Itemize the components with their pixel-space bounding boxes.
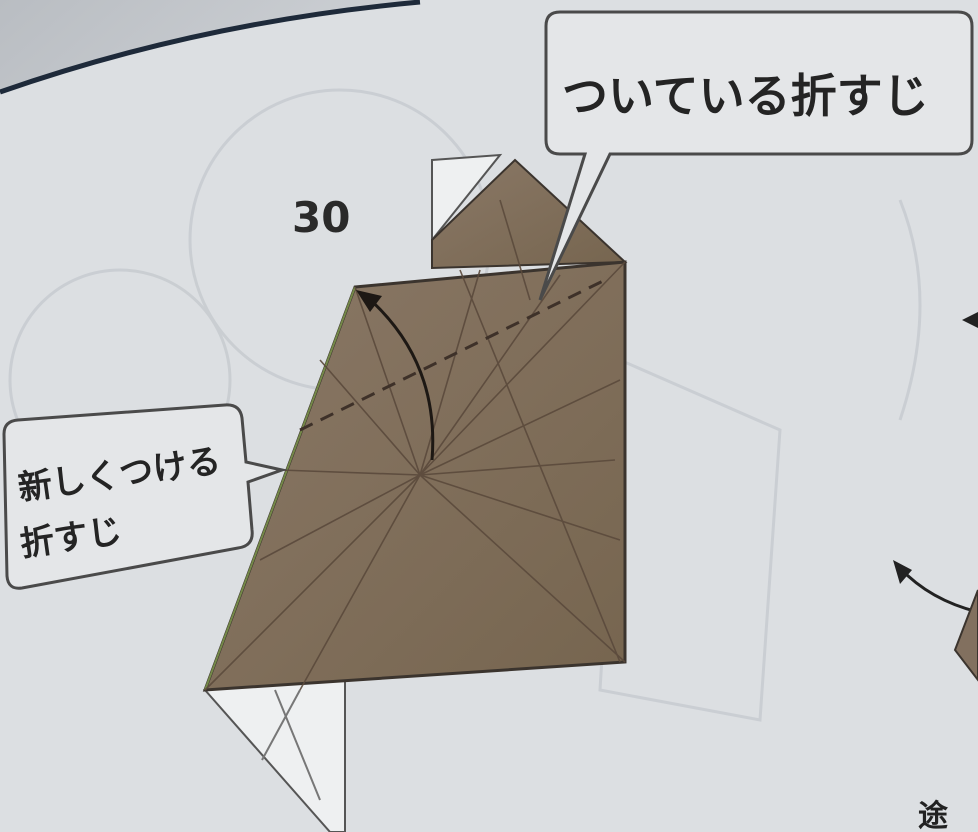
callout-new-crease: 新しくつける 折すじ bbox=[2, 403, 288, 590]
step-number: 30 bbox=[292, 193, 350, 242]
callout-existing-crease-label: ついている折すじ bbox=[562, 69, 929, 123]
bottom-right-arrowhead bbox=[893, 560, 912, 584]
bottom-right-text-fragment: 途 bbox=[918, 799, 949, 832]
crease-lines bbox=[204, 199, 626, 691]
back-flap-bottom-crease-2 bbox=[261, 689, 301, 761]
model-edge-highlight bbox=[204, 286, 356, 691]
right-edge-arrow bbox=[962, 312, 978, 328]
existing-crease-dashed bbox=[299, 278, 606, 432]
fold-arrowhead bbox=[356, 290, 382, 312]
callout-existing-crease: ついている折すじ bbox=[538, 10, 974, 301]
back-flap-bottom-crease bbox=[274, 689, 321, 801]
page-curve-edge bbox=[0, 0, 421, 95]
next-step-model-fragment bbox=[953, 589, 978, 682]
fold-arrow bbox=[364, 293, 435, 461]
back-flap-top bbox=[431, 153, 503, 243]
